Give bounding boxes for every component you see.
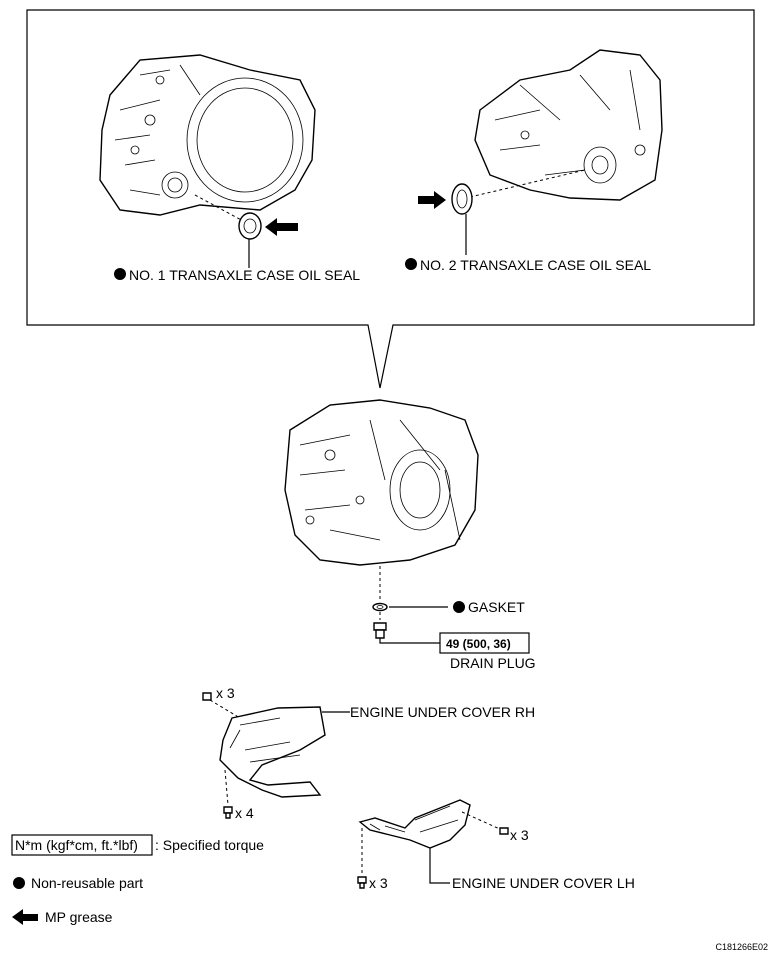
qty-lh-left: x 3	[369, 875, 388, 891]
drain-plug-drawing	[373, 622, 387, 639]
qty-rh-top: x 3	[216, 685, 235, 701]
gasket-label: GASKET	[468, 599, 525, 615]
callout-frame	[26, 9, 755, 389]
seal2-drawing	[451, 183, 473, 215]
filled-circle-icon	[453, 601, 465, 613]
seal1-label: NO. 1 TRANSAXLE CASE OIL SEAL	[129, 267, 360, 283]
arrow-left-icon	[265, 218, 298, 236]
legend-non-reusable: Non-reusable part	[31, 875, 143, 891]
transaxle-assembly-drawing	[284, 399, 479, 566]
filled-circle-icon	[13, 877, 25, 889]
cover-lh-label: ENGINE UNDER COVER LH	[452, 875, 635, 891]
transaxle-left-drawing	[99, 54, 316, 216]
seal2-leader-dash	[469, 169, 586, 198]
transaxle-right-drawing	[474, 49, 663, 201]
cover-rh-label: ENGINE UNDER COVER RH	[350, 704, 535, 720]
arrow-right-icon	[418, 191, 446, 209]
torque-value: 49 (500, 36)	[446, 637, 511, 651]
engine-under-cover-rh-drawing	[219, 706, 326, 798]
drain-plug-label: DRAIN PLUG	[450, 655, 536, 671]
qty-rh-bottom: x 4	[235, 805, 254, 821]
legend-torque-desc: : Specified torque	[155, 837, 264, 853]
gasket-drawing	[372, 602, 388, 612]
seal1-drawing	[238, 212, 262, 240]
legend-torque-box	[11, 834, 153, 856]
legend-mp-grease: MP grease	[45, 909, 113, 925]
torque-box	[439, 632, 530, 654]
filled-circle-icon	[114, 268, 126, 280]
seal2-label: NO. 2 TRANSAXLE CASE OIL SEAL	[420, 257, 651, 273]
bolt-icon	[357, 876, 367, 889]
qty-lh-right: x 3	[510, 827, 529, 843]
engine-under-cover-lh-drawing	[358, 799, 471, 849]
bolt-icon	[223, 806, 233, 819]
figure-code: C181266E02	[715, 942, 768, 952]
bolt-icon	[499, 827, 509, 835]
legend-torque-units: N*m (kgf*cm, ft.*lbf)	[15, 837, 138, 853]
bolt-icon	[202, 692, 212, 701]
arrow-left-icon	[12, 909, 38, 925]
filled-circle-icon	[405, 258, 417, 270]
